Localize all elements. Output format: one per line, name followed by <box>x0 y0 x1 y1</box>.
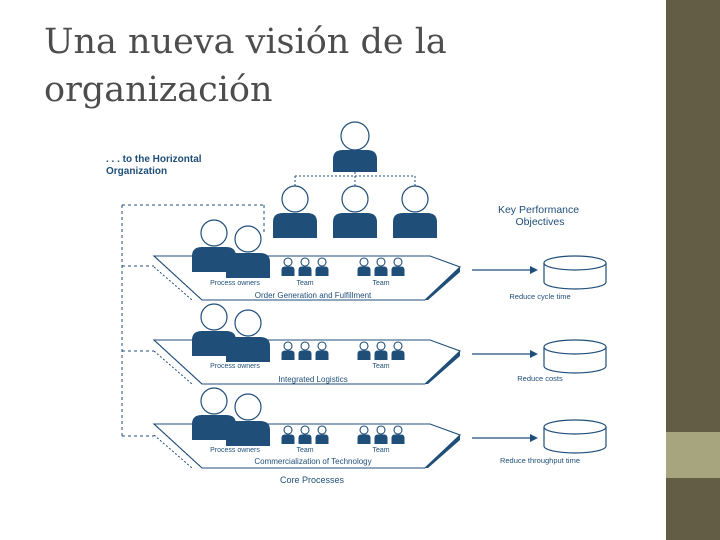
horizontal-organization-diagram: . . . to the Horizontal Organization Key… <box>92 120 608 488</box>
process-row-1: Process owners Team Team Order Generatio… <box>152 219 607 301</box>
manager-person-icon <box>272 185 318 239</box>
process-row-2: Process owners Team Integrated Logistics… <box>152 303 607 385</box>
process-name: Order Generation and Fulfillment <box>255 291 372 300</box>
diagram-canvas: . . . to the Horizontal Organization Key… <box>106 121 607 485</box>
diagram-heading-line-1: . . . to the Horizontal <box>106 154 202 165</box>
team-label: Team <box>296 447 313 454</box>
team-label: Team <box>372 280 389 287</box>
diagram-heading-line-2: Organization <box>106 166 167 177</box>
process-owners-label: Process owners <box>210 280 260 287</box>
kpo-objective: Reduce costs <box>517 374 563 383</box>
core-processes-label: Core Processes <box>280 475 345 485</box>
kpo-objective: Reduce throughput time <box>500 456 580 465</box>
kpo-heading-line-2: Objectives <box>515 216 564 228</box>
slide-title-line-1: Una nueva visión de la <box>44 22 447 62</box>
sidebar-highlight <box>666 432 720 478</box>
kpo-heading: Key Performance Objectives <box>498 204 582 228</box>
kpo-objective: Reduce cycle time <box>509 292 570 301</box>
process-owners-label: Process owners <box>210 363 260 370</box>
slide-title: Una nueva visión de la organización <box>44 18 564 114</box>
team-label: Team <box>372 363 389 370</box>
team-label: Team <box>296 280 313 287</box>
executive-person-icon <box>332 121 378 173</box>
leadership-hierarchy <box>272 121 438 239</box>
process-name: Integrated Logistics <box>278 375 347 384</box>
kpo-heading-line-1: Key Performance <box>498 204 579 216</box>
kpo-database-icon <box>543 255 607 290</box>
process-name: Commercialization of Technology <box>254 457 371 466</box>
team-label: Team <box>372 447 389 454</box>
left-connector <box>121 204 265 437</box>
manager-person-icon <box>392 185 438 239</box>
sidebar-divider <box>665 0 666 540</box>
process-row-3: Process owners Team Team Commercializati… <box>152 387 607 469</box>
kpo-database-icon <box>543 419 607 454</box>
slide-title-line-2: organización <box>44 70 273 110</box>
diagram-heading: . . . to the Horizontal Organization <box>106 154 204 177</box>
process-owners-label: Process owners <box>210 447 260 454</box>
kpo-database-icon <box>543 339 607 374</box>
manager-person-icon <box>332 185 378 239</box>
